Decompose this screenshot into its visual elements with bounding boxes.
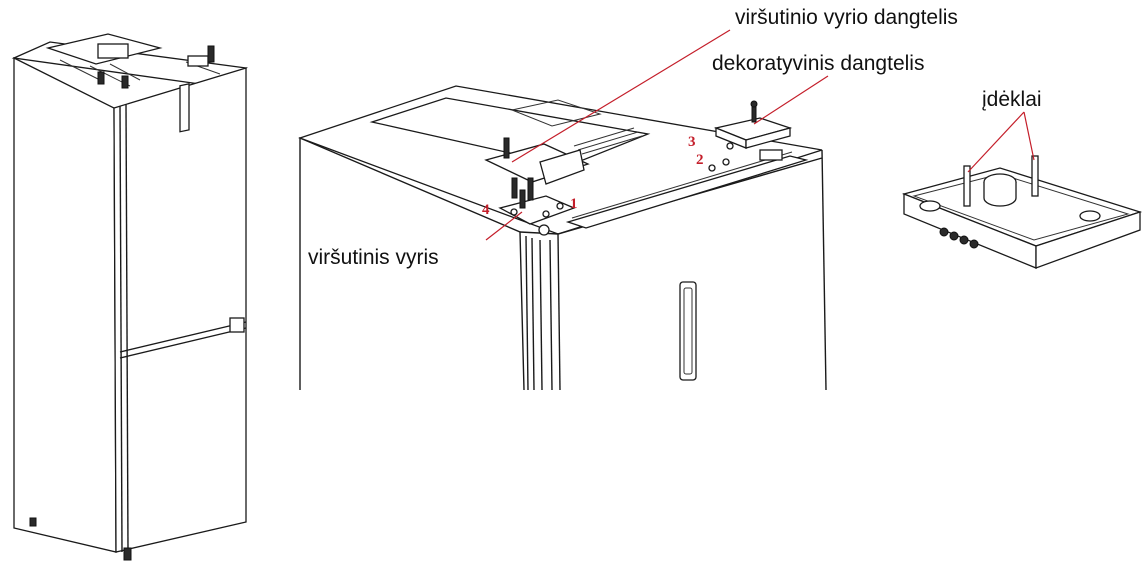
refrigerator-full-view	[11, 33, 249, 561]
leader-top-hinge	[485, 211, 523, 241]
label-inserts: įdėklai	[982, 88, 1042, 111]
step-number-2: 2	[696, 152, 704, 168]
label-top-hinge: viršutinis vyris	[308, 246, 439, 269]
leader-decorative-cover	[753, 75, 829, 125]
step-number-4: 4	[482, 202, 490, 218]
leader-insert-left	[967, 111, 1025, 173]
step-number-3: 3	[688, 134, 696, 150]
leader-lines	[485, 29, 1035, 241]
leader-insert-right	[1023, 111, 1035, 161]
fridge-top-detail	[298, 85, 827, 391]
leader-top-hinge-cover	[511, 29, 731, 163]
label-top-hinge-cover: viršutinio vyrio dangtelis	[735, 6, 958, 29]
step-number-1: 1	[570, 196, 578, 212]
label-decorative-cover: dekoratyvinis dangtelis	[712, 52, 924, 75]
insert-tray	[901, 155, 1143, 269]
